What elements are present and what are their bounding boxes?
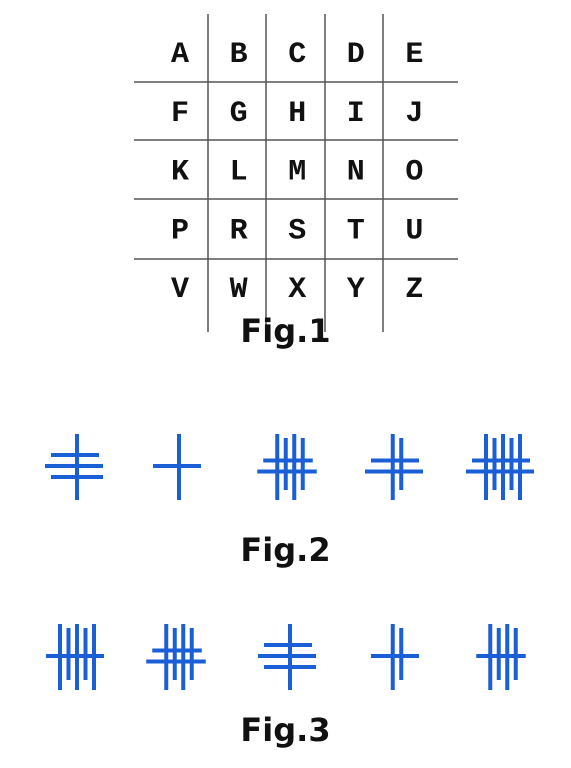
tally-glyph <box>45 434 103 500</box>
grid-letter: D <box>347 38 365 72</box>
fig2-caption: Fig.2 <box>240 531 331 569</box>
grid-letter: M <box>288 156 306 190</box>
grid-letter: C <box>288 38 306 72</box>
grid-letter: H <box>288 97 306 131</box>
grid-letter: F <box>171 97 189 131</box>
tally-glyph <box>365 434 423 500</box>
grid-letter: Y <box>347 273 365 307</box>
tally-glyph <box>257 434 317 500</box>
letter-grid: A B C D E F G H I J K L M N O P R S T U V W X Y Z <box>134 14 458 332</box>
fig1-caption: Fig.1 <box>240 312 331 350</box>
fig3-caption: Fig.3 <box>240 711 331 749</box>
grid-letter: J <box>405 97 423 131</box>
grid-letter: W <box>230 273 248 307</box>
grid-letter: S <box>288 214 306 248</box>
tally-glyph <box>466 434 534 500</box>
grid-letter: N <box>347 156 365 190</box>
grid-letter: G <box>230 97 248 131</box>
tally-glyph <box>476 624 526 690</box>
grid-letter: I <box>347 97 365 131</box>
grid-letter: R <box>230 214 248 248</box>
tally-glyph <box>153 434 201 500</box>
grid-letter: Z <box>405 273 423 307</box>
grid-letter: X <box>288 273 306 307</box>
grid-letter: P <box>171 214 189 248</box>
grid-letter: K <box>171 156 189 190</box>
grid-letter: A <box>171 38 189 72</box>
grid-letter: U <box>405 214 423 248</box>
grid-letter: T <box>347 214 365 248</box>
fig2-glyph-row <box>45 434 534 500</box>
tally-glyph <box>146 624 206 690</box>
tally-glyph <box>258 624 316 690</box>
fig3-glyph-row <box>46 624 526 690</box>
grid-letter: E <box>405 38 423 72</box>
grid-letter: O <box>405 156 423 190</box>
grid-letter: V <box>171 273 189 307</box>
grid-letter: L <box>230 156 248 190</box>
tally-glyph <box>371 624 419 690</box>
tally-glyph <box>46 624 104 690</box>
grid-letter: B <box>230 38 248 72</box>
